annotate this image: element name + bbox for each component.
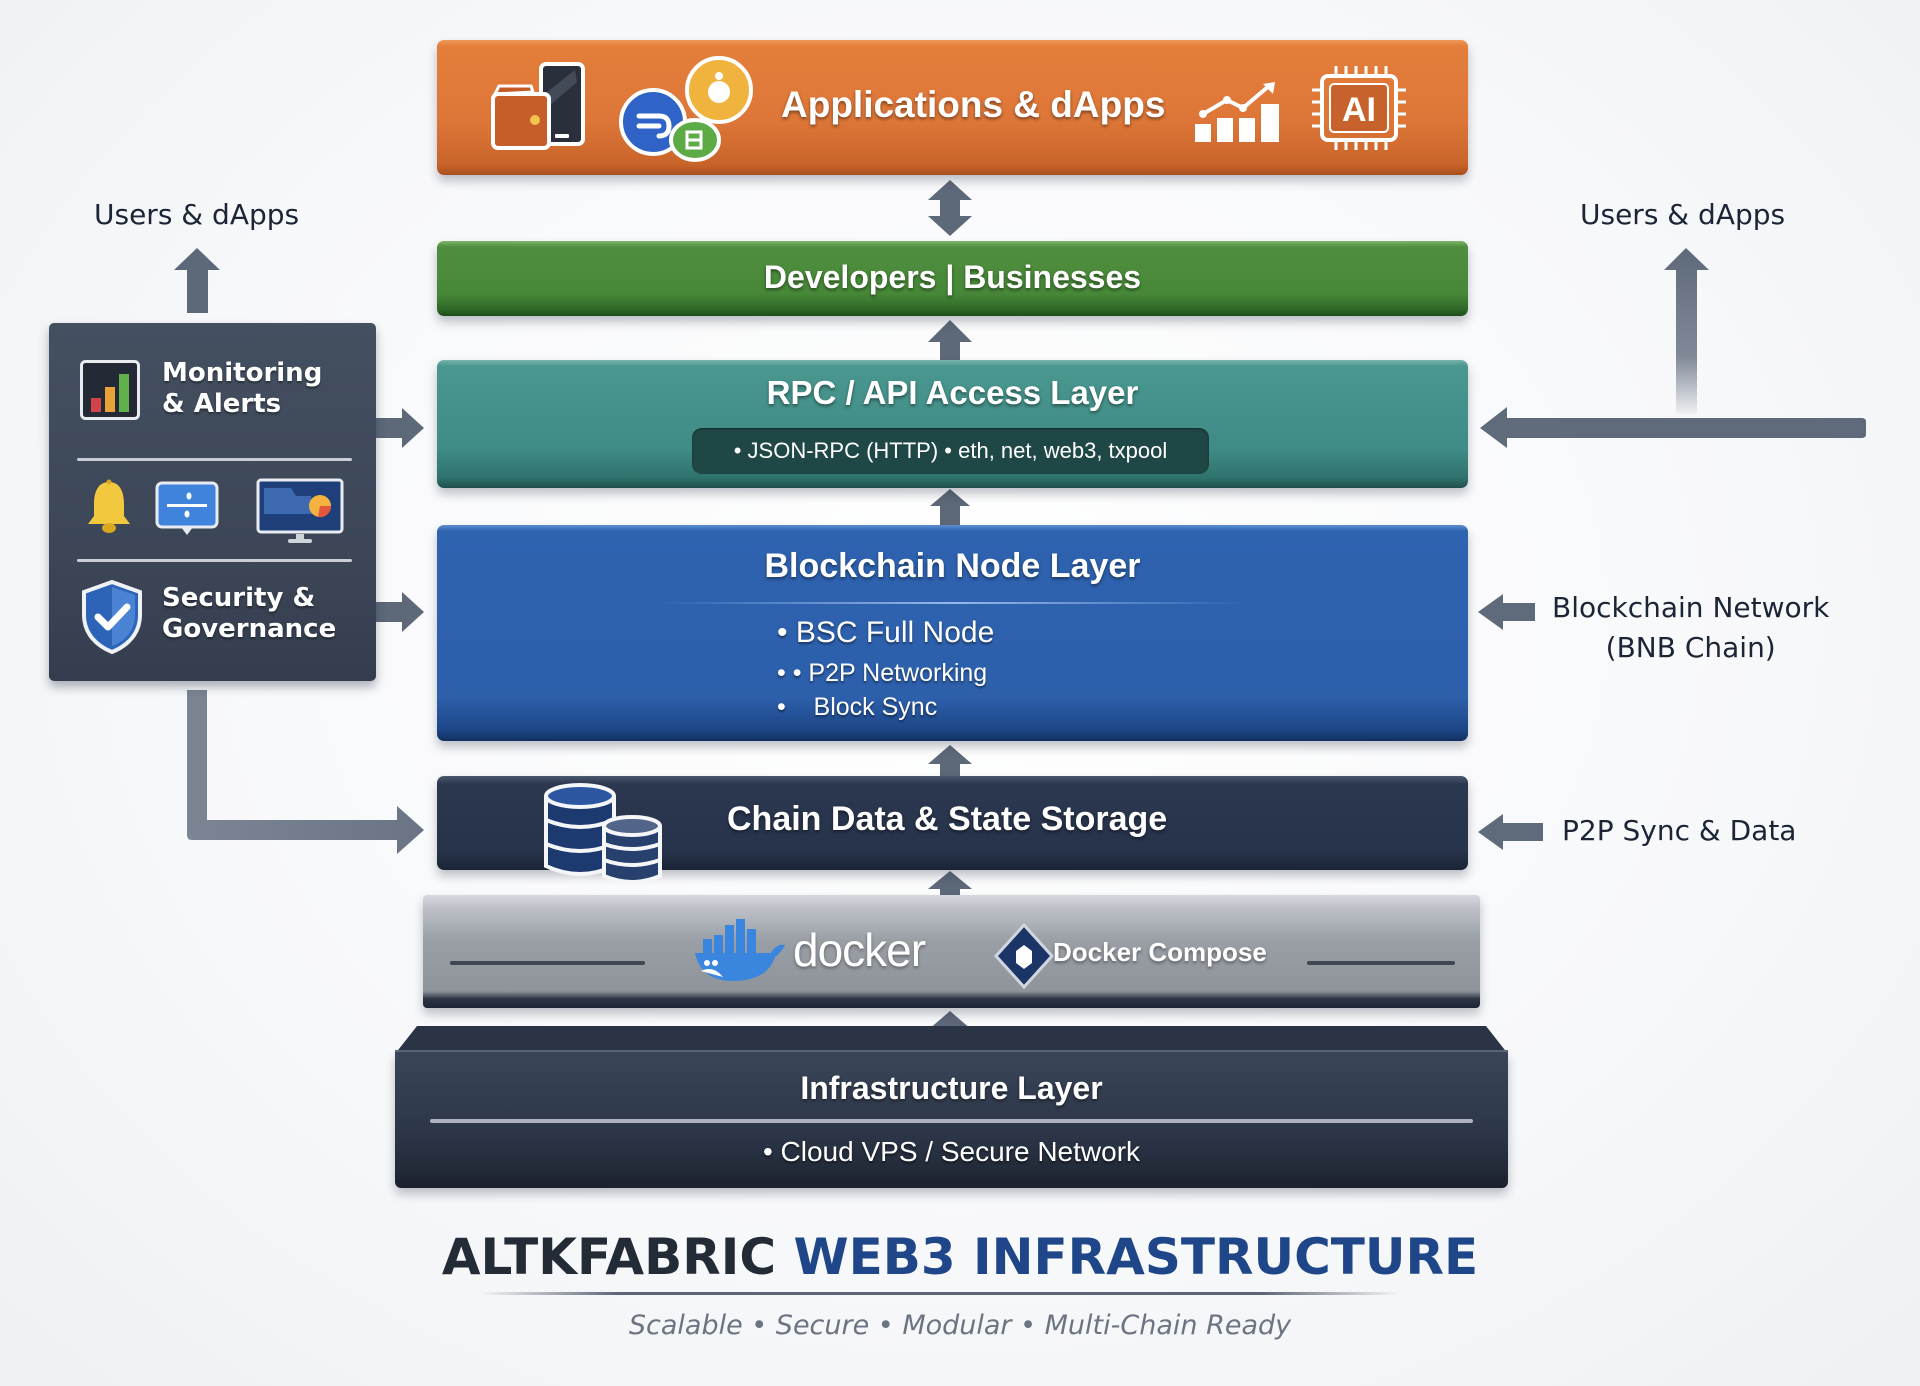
infrastructure-top-bevel bbox=[395, 1026, 1508, 1054]
applications-layer: Applications & dApps AI bbox=[437, 40, 1468, 175]
container-layer: docker Docker Compose bbox=[423, 895, 1480, 1008]
divider bbox=[450, 961, 645, 965]
right-arrow-icon bbox=[376, 592, 424, 632]
left-arrow-icon bbox=[1478, 814, 1543, 850]
bell-icon bbox=[88, 479, 130, 533]
divider bbox=[77, 458, 352, 461]
monitoring-security-panel: Monitoring & Alerts Security & Governanc… bbox=[49, 323, 376, 681]
p2p-sync-label: P2P Sync & Data bbox=[1562, 814, 1797, 847]
bar-chart-icon bbox=[80, 360, 140, 420]
blockchain-network-line2: (BNB Chain) bbox=[1605, 631, 1776, 664]
docker-compose-icon bbox=[993, 922, 1055, 990]
up-arrow-icon bbox=[928, 320, 972, 360]
node-title: Blockchain Node Layer bbox=[764, 547, 1141, 585]
developers-businesses-layer: Developers | Businesses bbox=[437, 241, 1468, 316]
docker-compose-label: Docker Compose bbox=[1053, 937, 1267, 967]
svg-text:AI: AI bbox=[1342, 91, 1376, 129]
left-arrow-icon bbox=[1480, 407, 1866, 448]
monitoring-title: Monitoring & Alerts bbox=[162, 358, 323, 419]
infrastructure-layer: Infrastructure Layer • Cloud VPS / Secur… bbox=[395, 1052, 1508, 1188]
node-item-p2p-networking: • • P2P Networking bbox=[777, 659, 988, 687]
up-arrow-fading-icon bbox=[1664, 248, 1709, 414]
right-users-label: Users & dApps bbox=[1580, 198, 1786, 231]
brand-divider bbox=[480, 1292, 1400, 1295]
divider bbox=[657, 602, 1248, 604]
blockchain-network-label: Blockchain Network (BNB Chain) bbox=[1552, 588, 1829, 668]
node-item-block-sync: • Block Sync bbox=[777, 693, 938, 721]
right-arrow-icon bbox=[376, 408, 424, 448]
divider bbox=[430, 1119, 1473, 1123]
ai-chip-icon: AI bbox=[1312, 66, 1406, 150]
up-arrow-icon bbox=[174, 248, 220, 313]
tagline: Scalable • Secure • Modular • Multi-Chai… bbox=[628, 1310, 1292, 1341]
blockchain-network-line1: Blockchain Network bbox=[1552, 591, 1830, 624]
security-title: Security & Governance bbox=[162, 583, 337, 644]
developers-title: Developers | Businesses bbox=[763, 259, 1142, 295]
rpc-api-layer: RPC / API Access Layer • JSON-RPC (HTTP)… bbox=[437, 360, 1468, 488]
dashboard-monitor-icon bbox=[256, 478, 344, 543]
message-icon bbox=[155, 481, 219, 535]
applications-title: Applications & dApps bbox=[781, 84, 1166, 125]
infrastructure-item: • Cloud VPS / Secure Network bbox=[762, 1136, 1141, 1167]
wallet-phone-icon bbox=[491, 62, 585, 150]
left-users-label: Users & dApps bbox=[94, 198, 300, 231]
elbow-arrow-icon bbox=[187, 690, 424, 854]
chain-storage-layer: Chain Data & State Storage bbox=[437, 776, 1468, 884]
up-arrow-icon bbox=[928, 871, 972, 896]
storage-title: Chain Data & State Storage bbox=[727, 800, 1168, 838]
docker-whale-icon bbox=[695, 919, 785, 981]
brand-title: ALTKFABRIC WEB3 INFRASTRUCTURE bbox=[0, 1228, 1920, 1286]
node-item-bsc-full-node: • BSC Full Node bbox=[777, 616, 995, 649]
rpc-title: RPC / API Access Layer bbox=[766, 374, 1139, 411]
brand-subtitle: WEB3 INFRASTRUCTURE bbox=[793, 1228, 1479, 1286]
growth-chart-icon bbox=[1195, 82, 1279, 142]
docker-label: docker bbox=[793, 924, 926, 976]
infrastructure-title: Infrastructure Layer bbox=[800, 1070, 1103, 1106]
shield-check-icon bbox=[82, 579, 142, 655]
divider bbox=[77, 559, 352, 562]
up-arrow-icon bbox=[928, 745, 972, 777]
rpc-methods-badge: • JSON-RPC (HTTP) • eth, net, web3, txpo… bbox=[692, 428, 1209, 474]
bidirectional-arrow-icon bbox=[928, 180, 972, 236]
up-arrow-icon bbox=[930, 489, 970, 525]
crypto-coins-icon bbox=[619, 56, 753, 162]
brand-name: ALTKFABRIC bbox=[441, 1228, 777, 1286]
left-arrow-icon bbox=[1478, 594, 1535, 630]
database-icon bbox=[544, 783, 662, 884]
blockchain-node-layer: Blockchain Node Layer • BSC Full Node • … bbox=[437, 525, 1468, 741]
divider bbox=[1307, 961, 1455, 965]
